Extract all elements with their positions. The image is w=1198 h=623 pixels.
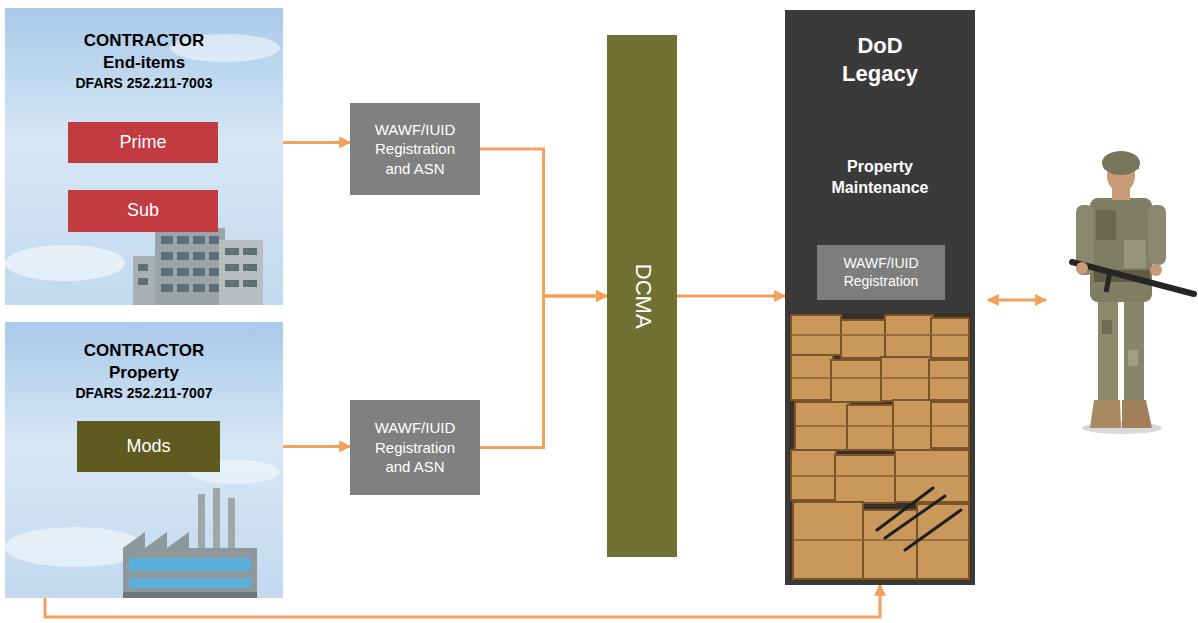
text-holder: DoD LegacyProperty Maintenance <box>785 10 975 199</box>
text-holder: Sub <box>68 190 218 232</box>
process-box: Prime <box>68 122 218 163</box>
text-holder: Mods <box>77 421 220 472</box>
text-holder: DCMA <box>607 35 677 557</box>
text-holder: Prime <box>68 122 218 163</box>
node-label: CONTRACTOR End-items <box>69 30 219 74</box>
node-label: DCMA <box>629 264 655 329</box>
node-label: Mods <box>126 436 170 458</box>
text-holder: CONTRACTOR PropertyDFARS 252.211-7007 <box>5 322 283 402</box>
text-holder: WAWF/IUID Registration and ASN <box>350 103 480 195</box>
soldier-figure <box>1072 151 1194 434</box>
text-holder: WAWF/IUID Registration <box>817 245 945 300</box>
node-label: CONTRACTOR Property <box>69 340 219 384</box>
text-holder: WAWF/IUID Registration and ASN <box>350 400 480 495</box>
node-sublabel: DFARS 252.211-7007 <box>5 384 283 402</box>
node-label: WAWF/IUID Registration <box>829 255 933 290</box>
node-label: DoD Legacy <box>830 32 930 87</box>
contractor-panel: CONTRACTOR End-itemsDFARS 252.211-7003Pr… <box>5 8 283 305</box>
text-holder: CONTRACTOR End-itemsDFARS 252.211-7003 <box>5 8 283 92</box>
node-label: Prime <box>119 132 166 154</box>
dcma-bar: DCMA <box>607 35 677 557</box>
node-label: WAWF/IUID Registration and ASN <box>363 120 467 179</box>
node-sublabel: Property Maintenance <box>815 157 945 199</box>
node-label: Sub <box>127 200 159 222</box>
flow-arrow <box>480 296 607 448</box>
node-sublabel: DFARS 252.211-7003 <box>5 74 283 92</box>
flow-arrow <box>677 295 785 298</box>
contractor-panel: CONTRACTOR PropertyDFARS 252.211-7007Mod… <box>5 322 283 598</box>
registration-box: WAWF/IUID Registration <box>817 245 945 300</box>
registration-box: WAWF/IUID Registration and ASN <box>350 400 480 495</box>
registration-box: WAWF/IUID Registration and ASN <box>350 103 480 195</box>
process-box: Sub <box>68 190 218 232</box>
soldier-link-arrow <box>988 299 1046 302</box>
process-box: Mods <box>77 421 220 472</box>
dod-panel: DoD LegacyProperty MaintenanceWAWF/IUID … <box>785 10 975 585</box>
node-label: WAWF/IUID Registration and ASN <box>363 418 467 477</box>
flow-arrow <box>480 149 607 296</box>
